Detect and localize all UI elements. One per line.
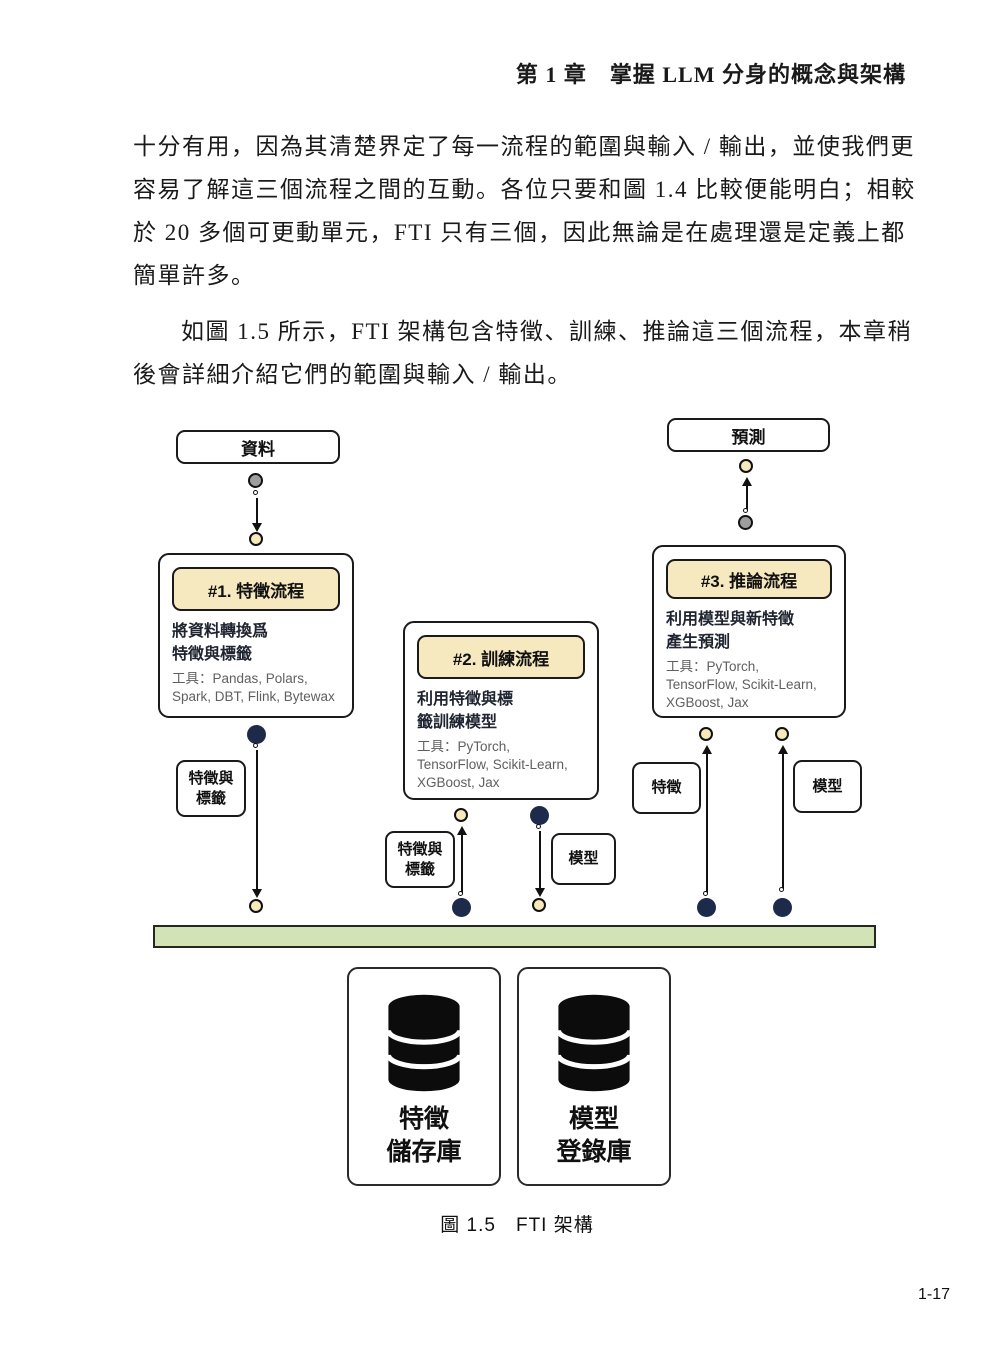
label-line: 標籤 (195, 789, 226, 807)
label-features-right: 特徵 (632, 762, 701, 814)
connector-line (782, 754, 784, 889)
model-registry-box: 模型 登錄庫 (517, 967, 671, 1186)
navy-node (773, 898, 792, 917)
paragraph2-line1: 如圖 1.5 所示，FTI 架構包含特徵、訓練、推論這三個流程，本章稍 (181, 319, 912, 344)
tools-line: 工具：PyTorch, (666, 659, 760, 674)
gray-node (248, 473, 263, 488)
database-icon (385, 994, 463, 1092)
feature-store-label: 特徵 儲存庫 (386, 1103, 461, 1169)
database-icon (555, 994, 633, 1092)
up-arrow-icon (778, 745, 788, 754)
label-line: 特徵與 (397, 840, 443, 858)
port-dot (253, 490, 258, 495)
tools-line: TensorFlow, Scikit-Learn, (666, 677, 817, 692)
port-dot (253, 743, 258, 748)
desc-line: 產生預測 (666, 634, 731, 651)
training-pipeline-tools: 工具：PyTorch, TensorFlow, Scikit-Learn, XG… (417, 738, 585, 792)
inference-pipeline-desc: 利用模型與新特徵 產生預測 (666, 608, 832, 654)
connector-line (256, 498, 258, 524)
feature-store-box: 特徵 儲存庫 (347, 967, 501, 1186)
navy-node (697, 898, 716, 917)
cream-node (249, 899, 263, 913)
port-dot (536, 824, 541, 829)
inference-pipeline-box: #3. 推論流程 利用模型與新特徵 產生預測 工具：PyTorch, Tenso… (652, 545, 846, 718)
prediction-box: 預測 (667, 418, 830, 452)
connector-line (539, 831, 541, 889)
inference-pipeline-title: #3. 推論流程 (666, 559, 832, 599)
connector-line (706, 754, 708, 893)
inference-pipeline-tools: 工具：PyTorch, TensorFlow, Scikit-Learn, XG… (666, 658, 832, 712)
tools-line: XGBoost, Jax (417, 775, 500, 790)
feature-pipeline-desc: 將資料轉換爲 特徵與標籤 (172, 620, 340, 666)
gray-node (738, 515, 753, 530)
cream-node (699, 727, 713, 741)
label-line: 儲存庫 (386, 1138, 462, 1166)
connector-line (746, 486, 748, 510)
paragraph2-line2: 後會詳細介紹它們的範圍與輸入 / 輸出。 (133, 362, 572, 387)
training-pipeline-box: #2. 訓練流程 利用特徵與標 籤訓練模型 工具：PyTorch, Tensor… (403, 621, 599, 800)
cream-node (454, 808, 468, 822)
desc-line: 利用特徵與標 (417, 691, 514, 708)
tools-line: TensorFlow, Scikit-Learn, (417, 757, 568, 772)
desc-line: 將資料轉換爲 (172, 623, 269, 640)
storage-bus-bar (153, 925, 876, 948)
port-dot (703, 891, 708, 896)
label-line: 模型 (568, 1105, 619, 1133)
tools-line: XGBoost, Jax (666, 695, 749, 710)
training-pipeline-desc: 利用特徵與標 籤訓練模型 (417, 688, 585, 734)
tools-line: 工具：PyTorch, (417, 739, 511, 754)
desc-line: 利用模型與新特徵 (666, 611, 795, 628)
paragraph1-line3: 於 20 多個可更動單元，FTI 只有三個，因此無論是在處理還是定義上都 (133, 220, 906, 245)
paragraph1-line4: 簡單許多。 (133, 263, 256, 288)
navy-node (247, 725, 266, 744)
tools-line: Spark, DBT, Flink, Bytewax (172, 689, 335, 704)
label-model-mid: 模型 (551, 833, 616, 885)
label-line: 特徵與 (188, 769, 234, 787)
cream-node (249, 532, 263, 546)
cream-node (532, 898, 546, 912)
port-dot (743, 508, 748, 513)
page-number: 1-17 (917, 1286, 950, 1303)
desc-line: 籤訓練模型 (417, 714, 498, 731)
connector-line (256, 750, 258, 890)
port-dot (779, 887, 784, 892)
desc-line: 特徵與標籤 (172, 646, 253, 663)
feature-pipeline-title: #1. 特徵流程 (172, 567, 340, 611)
figure-caption: 圖 1.5 FTI 架構 (440, 1215, 594, 1236)
down-arrow-icon (252, 523, 262, 532)
connector-line (461, 835, 463, 893)
down-arrow-icon (252, 889, 262, 898)
chapter-header: 第 1 章 掌握 LLM 分身的概念與架構 (515, 62, 906, 87)
label-line: 特徵 (398, 1105, 449, 1133)
model-registry-label: 模型 登錄庫 (556, 1103, 631, 1169)
label-features-labels-mid: 特徵與 標籤 (385, 831, 455, 888)
label-model-right: 模型 (793, 760, 862, 813)
up-arrow-icon (742, 477, 752, 486)
paragraph1-line1: 十分有用，因為其清楚界定了每一流程的範圍與輸入 / 輸出，並使我們更 (133, 134, 915, 159)
label-features-labels-left: 特徵與 標籤 (176, 760, 246, 817)
feature-pipeline-box: #1. 特徵流程 將資料轉換爲 特徵與標籤 工具：Pandas, Polars,… (158, 553, 354, 718)
training-pipeline-title: #2. 訓練流程 (417, 635, 585, 679)
label-line: 登錄庫 (556, 1138, 632, 1166)
tools-line: 工具：Pandas, Polars, (172, 671, 308, 686)
feature-pipeline-tools: 工具：Pandas, Polars, Spark, DBT, Flink, By… (172, 670, 340, 706)
up-arrow-icon (702, 745, 712, 754)
navy-node (530, 806, 549, 825)
up-arrow-icon (457, 826, 467, 835)
down-arrow-icon (535, 888, 545, 897)
paragraph1-line2: 容易了解這三個流程之間的互動。各位只要和圖 1.4 比較便能明白；相較 (133, 177, 916, 202)
port-dot (458, 891, 463, 896)
cream-node (739, 459, 753, 473)
label-line: 標籤 (404, 860, 435, 878)
data-source-box: 資料 (176, 430, 340, 464)
navy-node (452, 898, 471, 917)
cream-node (775, 727, 789, 741)
